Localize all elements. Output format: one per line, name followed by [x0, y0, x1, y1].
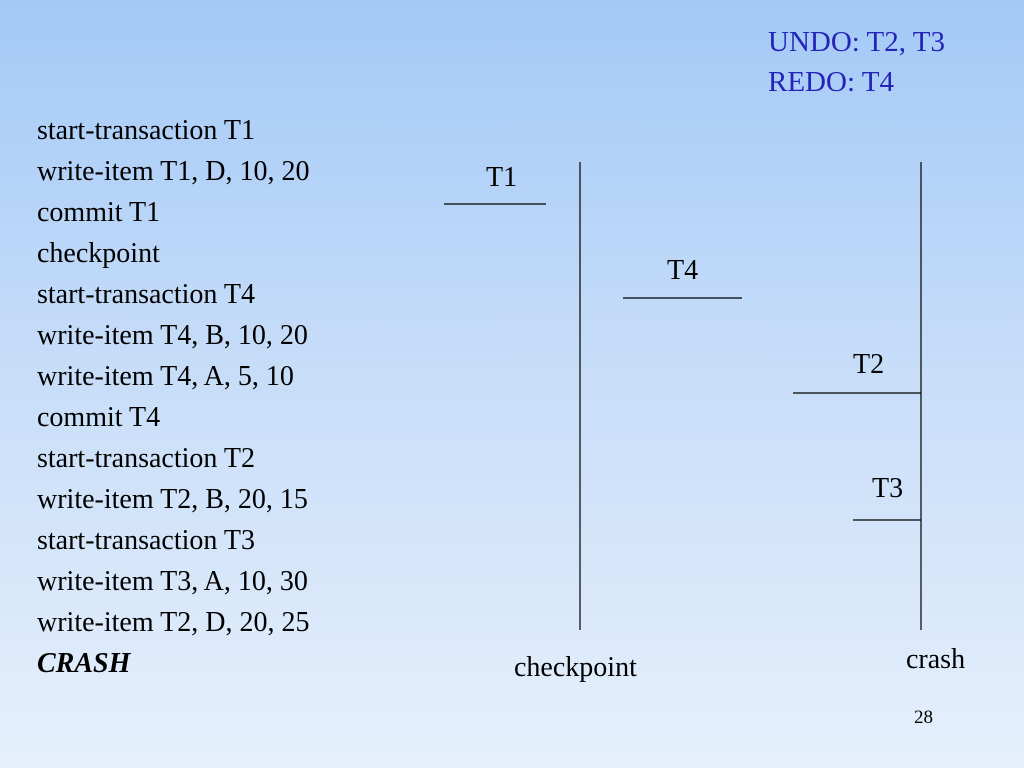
log-entry: write-item T4, B, 10, 20: [37, 320, 308, 351]
transaction-label-t2: T2: [853, 349, 885, 380]
recovery-summary: UNDO: T2, T3 REDO: T4: [768, 22, 945, 102]
log-entry: start-transaction T2: [37, 443, 255, 474]
page-number: 28: [914, 707, 933, 728]
crash-label: crash: [906, 644, 966, 675]
log-entry: write-item T1, D, 10, 20: [37, 156, 310, 187]
log-entry: commit T4: [37, 402, 161, 433]
log-entry: write-item T3, A, 10, 30: [37, 566, 308, 597]
transaction-label-t3: T3: [872, 473, 904, 504]
log-entry: commit T1: [37, 197, 161, 228]
undo-list: UNDO: T2, T3: [768, 26, 945, 58]
log-entry: write-item T2, D, 20, 25: [37, 607, 310, 638]
log-entry: start-transaction T4: [37, 279, 255, 310]
transaction-label-t4: T4: [667, 255, 699, 286]
log-entry: start-transaction T1: [37, 115, 255, 146]
transaction-log: start-transaction T1 write-item T1, D, 1…: [37, 110, 309, 684]
log-entry: write-item T2, B, 20, 15: [37, 484, 308, 515]
checkpoint-label: checkpoint: [514, 652, 637, 683]
transaction-label-t1: T1: [486, 162, 518, 193]
log-entry-crash: CRASH: [37, 648, 131, 679]
log-entry: start-transaction T3: [37, 525, 255, 556]
log-entry: write-item T4, A, 5, 10: [37, 361, 294, 392]
log-entry: checkpoint: [37, 238, 160, 269]
redo-list: REDO: T4: [768, 66, 894, 98]
